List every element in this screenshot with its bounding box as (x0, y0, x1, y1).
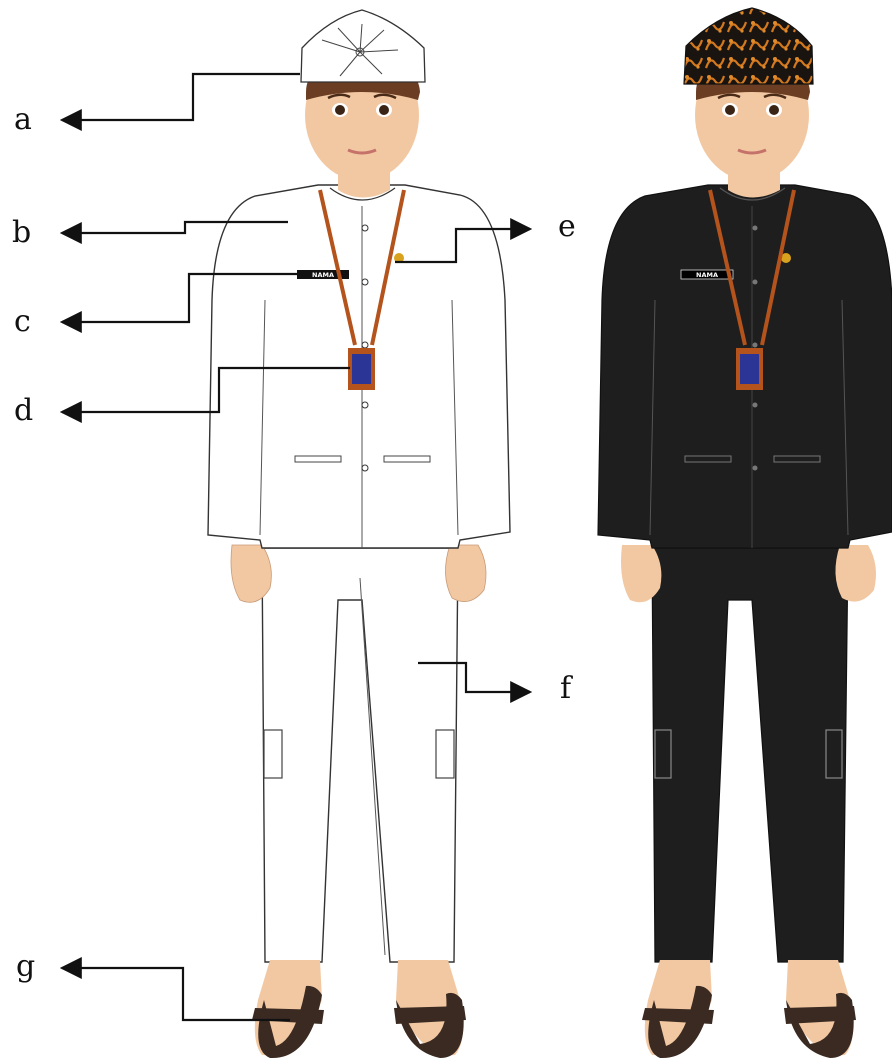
name-tag-black: NAMA (680, 269, 734, 280)
callout-label-e: e (558, 209, 576, 244)
badge-icon (781, 253, 791, 263)
face-features-white (327, 93, 397, 155)
leader-g (59, 957, 290, 1022)
figure-black-uniform: NAMA (597, 7, 892, 1059)
callout-label-f: f (560, 671, 572, 706)
callout-lines (59, 72, 533, 1022)
name-tag-white: NAMA (297, 270, 349, 279)
callout-label-g: g (16, 949, 36, 984)
name-tag-text: NAMA (696, 271, 718, 279)
figure-white-uniform: NAMA (207, 9, 511, 1059)
left-hand-white (230, 544, 272, 603)
white-trousers (261, 547, 459, 963)
leader-f (418, 661, 533, 703)
batik-cap (683, 7, 814, 85)
right-hand-white (445, 544, 487, 602)
white-cap (300, 9, 426, 83)
sandals-black (642, 960, 856, 1059)
callout-label-a: a (14, 102, 32, 137)
black-trousers (651, 547, 849, 963)
leader-c (59, 272, 297, 333)
left-hand-black (621, 545, 662, 603)
leader-d (59, 366, 350, 423)
leader-a (59, 72, 300, 131)
badge-icon (394, 253, 404, 263)
face-features-black (717, 93, 787, 155)
lanyard-black (708, 189, 796, 390)
name-tag-text: NAMA (312, 271, 334, 279)
sandals-white (252, 960, 466, 1059)
callout-label-d: d (14, 393, 34, 428)
leader-b (59, 220, 288, 244)
lanyard-white (318, 189, 406, 390)
leader-e (395, 218, 533, 264)
right-hand-black (835, 545, 876, 602)
callout-label-b: b (12, 215, 32, 250)
callout-label-c: c (14, 304, 31, 339)
